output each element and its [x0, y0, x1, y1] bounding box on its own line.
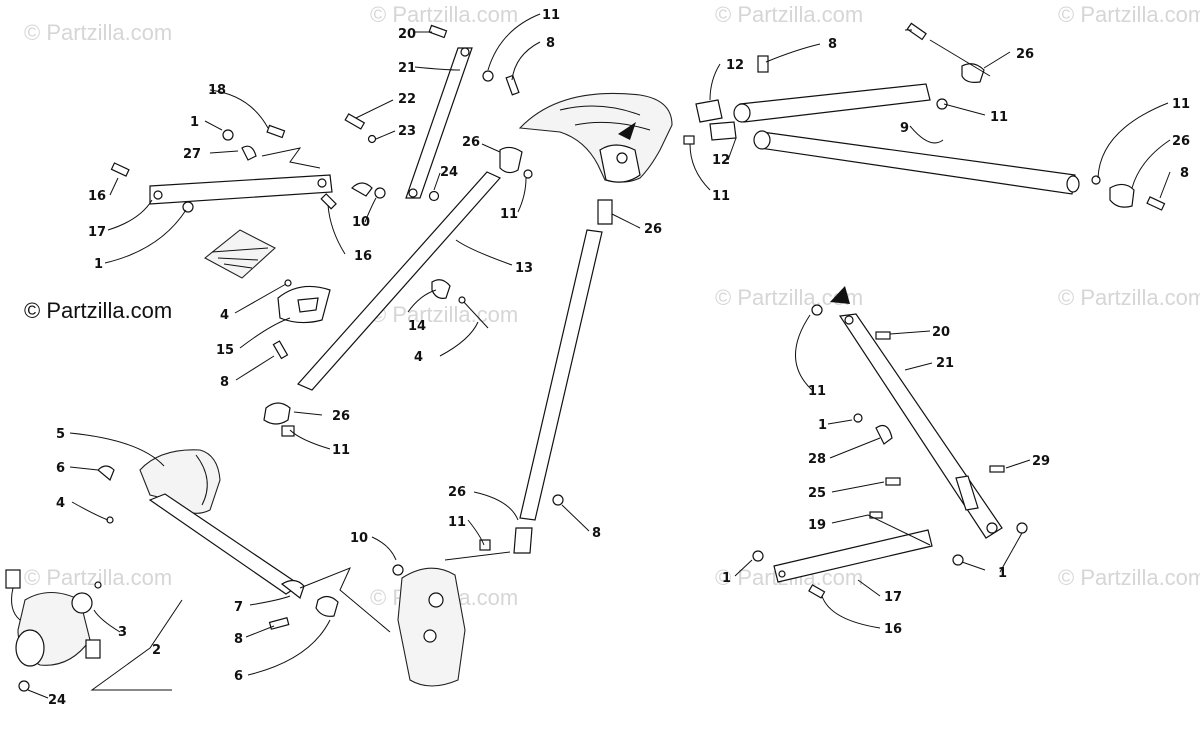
watermark-prominent: © Partzilla.com: [24, 298, 172, 323]
callout-layer: 20 11 8 21 22 23 26 24 11 18 1 27 16 17 …: [48, 8, 1190, 708]
callout-number: 16: [354, 249, 372, 264]
callout-number: 11: [332, 443, 350, 458]
watermark: © Partzilla.com: [1058, 2, 1200, 27]
callout-number: 5: [56, 427, 65, 442]
parts-layer: [5, 22, 1166, 692]
callout-number: 8: [1180, 166, 1189, 181]
support-bar-upper: [405, 47, 473, 199]
callout-number: 6: [56, 461, 65, 476]
callout-number: 11: [500, 207, 518, 222]
callout-number: 7: [234, 600, 243, 615]
motor-assembly: [5, 569, 102, 692]
callout-number: 11: [448, 515, 466, 530]
callout-number: 24: [48, 693, 66, 708]
callout-number: 8: [828, 37, 837, 52]
callout-number: 9: [900, 121, 909, 136]
leader-lines: [27, 13, 1171, 699]
callout-number: 1: [998, 566, 1007, 581]
bolt-group-top: [344, 24, 520, 202]
callout-number: 1: [722, 571, 731, 586]
steering-shaft: [479, 199, 613, 554]
callout-number: 1: [818, 418, 827, 433]
callout-number: 23: [398, 124, 416, 139]
callout-number: 8: [546, 36, 555, 51]
callout-number: 17: [884, 590, 902, 605]
callout-number: 10: [352, 215, 370, 230]
callout-number: 8: [592, 526, 601, 541]
callout-number: 16: [884, 622, 902, 637]
callout-number: 27: [183, 147, 201, 162]
frame-bracket-lower: [392, 564, 466, 687]
callout-number: 8: [220, 375, 229, 390]
callout-number: 2: [152, 643, 161, 658]
callout-number: 26: [1172, 134, 1190, 149]
watermark: © Partzilla.com: [370, 2, 518, 27]
callout-number: 12: [726, 58, 744, 73]
callout-number: 21: [398, 61, 416, 76]
callout-number: 26: [462, 135, 480, 150]
callout-number: 11: [542, 8, 560, 23]
callout-number: 20: [932, 325, 950, 340]
callout-number: 16: [88, 189, 106, 204]
callout-number: 13: [515, 261, 533, 276]
callout-number: 18: [208, 83, 226, 98]
callout-number: 10: [350, 531, 368, 546]
callout-number: 4: [220, 308, 229, 323]
callout-number: 11: [712, 189, 730, 204]
callout-number: 25: [808, 486, 826, 501]
callout-number: 24: [440, 165, 458, 180]
arrow-indicator: [618, 122, 636, 140]
callout-number: 3: [118, 625, 127, 640]
callout-number: 4: [56, 496, 65, 511]
callout-number: 15: [216, 343, 234, 358]
callout-number: 26: [644, 222, 662, 237]
callout-number: 11: [990, 110, 1008, 125]
callout-number: 19: [808, 518, 826, 533]
callout-number: 1: [94, 257, 103, 272]
callout-number: 14: [408, 319, 426, 334]
callout-number: 4: [414, 350, 423, 365]
callout-number: 12: [712, 153, 730, 168]
callout-number: 22: [398, 92, 416, 107]
steering-tube-13: [263, 146, 533, 437]
support-bar-right: [811, 304, 1028, 539]
callout-number: 28: [808, 452, 826, 467]
watermark: © Partzilla.com: [1058, 565, 1200, 590]
callout-number: 26: [448, 485, 466, 500]
callout-number: 11: [808, 384, 826, 399]
tie-rods: [683, 22, 1166, 211]
callout-number: 8: [234, 632, 243, 647]
callout-number: 21: [936, 356, 954, 371]
watermark: © Partzilla.com: [715, 2, 863, 27]
callout-number: 6: [234, 669, 243, 684]
callout-number: 11: [1172, 97, 1190, 112]
watermark: © Partzilla.com: [1058, 285, 1200, 310]
callout-number: 29: [1032, 454, 1050, 469]
arrow-indicator: [830, 286, 850, 304]
watermark: © Partzilla.com: [370, 302, 518, 327]
lower-left-tube-assembly: [97, 449, 339, 630]
watermark: © Partzilla.com: [24, 20, 172, 45]
callout-number: 20: [398, 27, 416, 42]
mounting-plate: [204, 229, 489, 360]
callout-number: 26: [1016, 47, 1034, 62]
steering-bracket-housing: [518, 92, 673, 183]
cross-brace-left: [110, 124, 386, 213]
callout-number: 26: [332, 409, 350, 424]
callout-number: 17: [88, 225, 106, 240]
cross-brace-right: [752, 511, 964, 599]
callout-number: 1: [190, 115, 199, 130]
